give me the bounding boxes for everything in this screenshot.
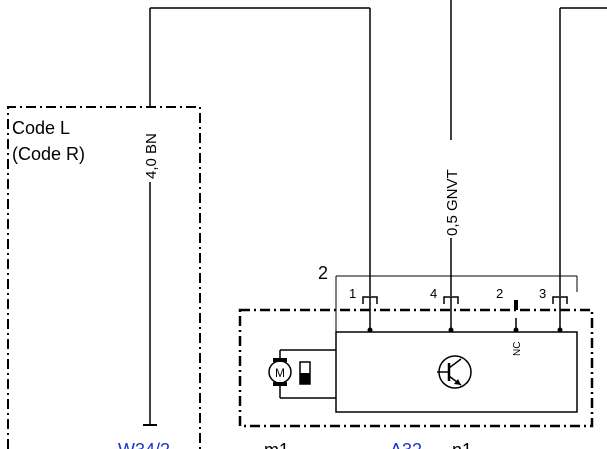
label-n1: n1	[452, 440, 472, 449]
nc-label: NC	[512, 342, 523, 356]
motor-symbol-label: M	[275, 366, 285, 380]
pin-label-3: 3	[539, 286, 546, 301]
control-module-body	[335, 331, 578, 413]
wire-label-middle: 0,5 GNVT	[444, 169, 461, 236]
label-m1: m1	[264, 440, 289, 449]
pin-terminal-3	[552, 296, 568, 333]
code-region-boundary	[7, 106, 201, 449]
motor-switch-icon	[299, 361, 311, 385]
component-boundary	[238, 308, 594, 428]
wire-label-left: 4,0 BN	[143, 133, 160, 179]
code-label-secondary: (Code R)	[12, 144, 85, 164]
pin-terminal-2	[513, 300, 519, 333]
pin-terminal-4	[443, 296, 459, 333]
wire-left	[143, 7, 371, 426]
wire-right	[559, 7, 607, 296]
motor-icon	[268, 358, 292, 386]
pin-label-4: 4	[430, 286, 437, 301]
connector-number: 2	[318, 263, 328, 283]
reference-a32[interactable]: A32	[390, 440, 422, 449]
reference-w34-2[interactable]: W34/2	[118, 440, 170, 449]
transistor-symbol	[437, 355, 472, 389]
pin-terminal-1	[362, 296, 378, 333]
pin-label-2: 2	[496, 286, 503, 301]
code-label-primary: Code L	[12, 118, 70, 138]
pin-label-1: 1	[349, 286, 356, 301]
